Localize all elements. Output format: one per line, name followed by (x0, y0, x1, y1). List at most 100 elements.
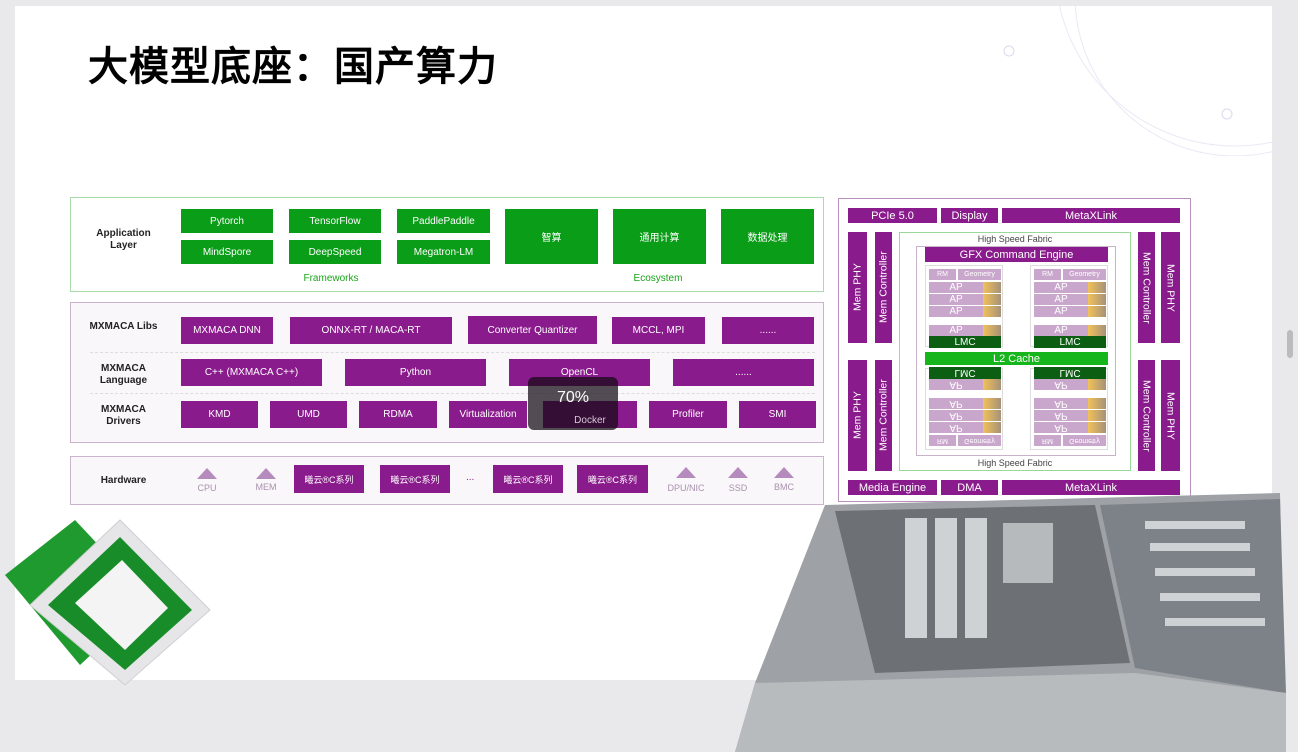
ap-cache-texture (1088, 306, 1106, 317)
chip-c-series-3: 曦云®C系列 (493, 465, 563, 493)
ap-block: AP (1034, 422, 1088, 433)
ecosystem-data-processing: 数据处理 (721, 209, 814, 264)
ap-cache-texture (983, 306, 1001, 317)
mem-label: MEM (255, 482, 277, 492)
high-speed-fabric-box (899, 232, 1131, 471)
ap-cache-texture (983, 379, 1001, 390)
cpu-label: CPU (197, 483, 217, 493)
ap-block: AP (1034, 325, 1088, 336)
rm-block: RM (1034, 435, 1061, 446)
page-title: 大模型底座：国产算力 (88, 44, 498, 90)
ap-block: AP (929, 306, 983, 317)
high-speed-fabric-top-label: High Speed Fabric (977, 234, 1053, 244)
mem-phy-left-top: Mem PHY (848, 232, 867, 343)
mem-controller-left-bottom: Mem Controller (875, 360, 892, 471)
chip-ellipsis: ... (466, 472, 475, 483)
bmc-triangle-icon (774, 467, 794, 478)
lib-converter-quantizer: Converter Quantizer (468, 316, 597, 344)
ap-cache-texture (983, 422, 1001, 433)
high-speed-fabric-bottom-label: High Speed Fabric (977, 458, 1053, 468)
lmc-block: LMC (929, 336, 1001, 348)
ap-block: AP (929, 294, 983, 305)
driver-smi: SMI (739, 401, 816, 428)
ap-cache-texture (1088, 422, 1106, 433)
frameworks-label: Frameworks (303, 273, 359, 284)
ap-cache-texture (1088, 379, 1106, 390)
framework-megatron: Megatron-LM (397, 240, 490, 264)
driver-rdma: RDMA (359, 401, 437, 428)
ap-block: AP (929, 410, 983, 421)
bmc-label: BMC (774, 482, 794, 492)
row-divider (90, 393, 815, 394)
ap-block: AP (1034, 410, 1088, 421)
ap-block: AP (929, 398, 983, 409)
ap-cache-texture (983, 410, 1001, 421)
framework-paddlepaddle: PaddlePaddle (397, 209, 490, 233)
hardware-panel (70, 456, 824, 505)
ap-cache-texture (983, 282, 1001, 293)
ecosystem-zhisuan: 智算 (505, 209, 598, 264)
ap-block: AP (929, 325, 983, 336)
mxmaca-drivers-label: MXMACA Drivers (101, 404, 146, 427)
ecosystem-label: Ecosystem (633, 273, 683, 284)
mxmaca-libs-label: MXMACA Libs (89, 321, 158, 332)
gpu-chip-image (5, 519, 211, 685)
framework-tensorflow: TensorFlow (289, 209, 381, 233)
ap-block: AP (1034, 379, 1088, 390)
dpu-nic-label: DPU/NIC (667, 483, 705, 493)
mem-controller-right-bottom: Mem Controller (1138, 360, 1155, 471)
row-divider (90, 352, 815, 353)
ap-cache-texture (1088, 410, 1106, 421)
mem-controller-left-top: Mem Controller (875, 232, 892, 343)
metaxlink-top-block: MetaXLink (1002, 208, 1180, 223)
ap-cache-texture (1088, 325, 1106, 336)
driver-profiler: Profiler (649, 401, 727, 428)
lmc-block: LMC (1034, 367, 1106, 379)
ap-block: AP (929, 379, 983, 390)
ap-block: AP (929, 282, 983, 293)
ap-block: AP (1034, 294, 1088, 305)
chip-c-series-4: 曦云®C系列 (577, 465, 648, 493)
server-image (735, 493, 1286, 752)
scrollbar-thumb[interactable] (1287, 330, 1293, 358)
ap-block: AP (1034, 306, 1088, 317)
l2-cache: L2 Cache (925, 352, 1108, 365)
geometry-block: Geometry (958, 435, 1001, 446)
rm-block: RM (929, 435, 956, 446)
chip-c-series-2: 曦云®C系列 (380, 465, 450, 493)
lang-more: ...... (673, 359, 814, 386)
application-layer-label: Application Layer (96, 228, 151, 251)
framework-deepspeed: DeepSpeed (289, 240, 381, 264)
display-block: Display (941, 208, 998, 223)
pcie-block: PCIe 5.0 (848, 208, 937, 223)
lib-mxmaca-dnn: MXMACA DNN (181, 317, 273, 344)
lib-onnx-rt: ONNX-RT / MACA-RT (290, 317, 452, 344)
ap-block: AP (929, 422, 983, 433)
metaxlink-bottom-block: MetaXLink (1002, 480, 1180, 495)
lib-more: ...... (722, 317, 814, 344)
driver-kmd: KMD (181, 401, 258, 428)
framework-mindspore: MindSpore (181, 240, 273, 264)
driver-virtualization: Virtualization (449, 401, 527, 428)
dpu-triangle-icon (676, 467, 696, 478)
hardware-label: Hardware (100, 475, 147, 486)
lang-python: Python (345, 359, 486, 386)
geometry-block: Geometry (958, 269, 1001, 280)
ap-block: AP (1034, 398, 1088, 409)
lmc-block: LMC (929, 367, 1001, 379)
driver-docker: Docker (574, 415, 606, 426)
mem-phy-right-top: Mem PHY (1161, 232, 1180, 343)
ssd-label: SSD (728, 483, 748, 493)
geometry-block: Geometry (1063, 269, 1106, 280)
cpu-triangle-icon (197, 468, 217, 479)
framework-pytorch: Pytorch (181, 209, 273, 233)
application-layer-panel (70, 197, 824, 292)
rm-block: RM (929, 269, 956, 280)
lib-mccl-mpi: MCCL, MPI (612, 317, 705, 344)
ap-cache-texture (983, 325, 1001, 336)
lang-cpp: C++ (MXMACA C++) (181, 359, 322, 386)
compute-core-box (916, 246, 1116, 456)
zoom-level-overlay: 70% (528, 377, 618, 430)
